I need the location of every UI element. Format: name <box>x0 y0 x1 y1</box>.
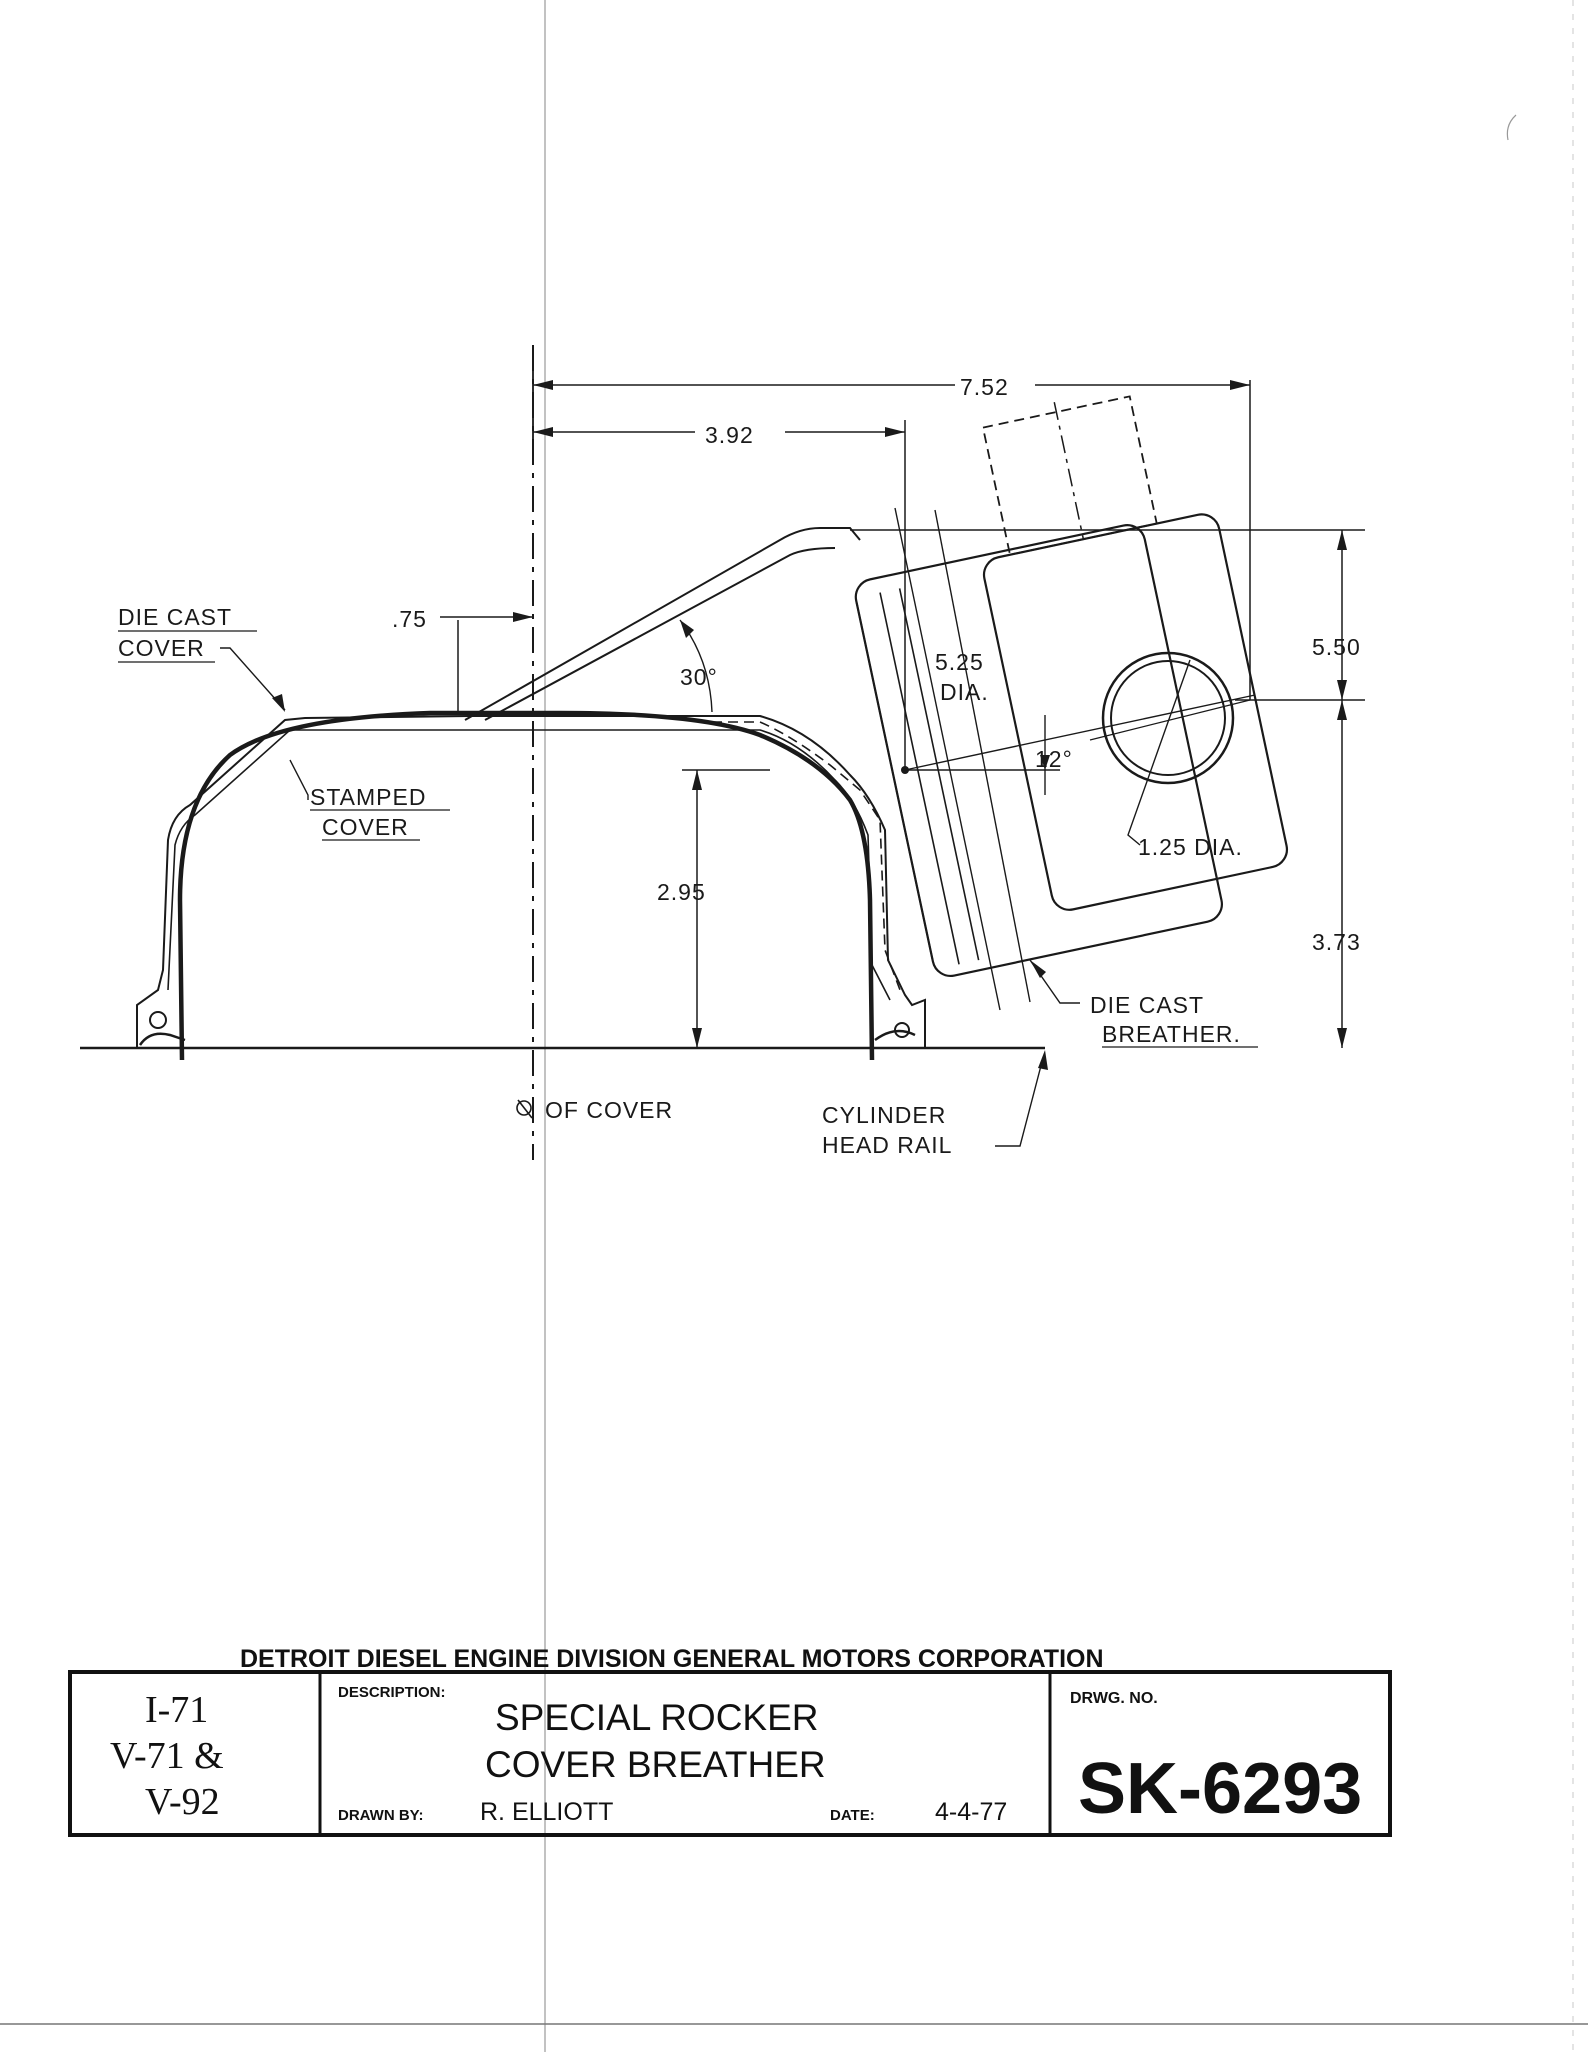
dim-line-breather-dia-ext <box>894 507 1001 1011</box>
model-item: I-71 <box>145 1689 208 1731</box>
company-name: DETROIT DIESEL ENGINE DIVISION GENERAL M… <box>240 1645 1104 1673</box>
description-line-1: SPECIAL ROCKER <box>495 1697 819 1738</box>
dim-line-breather-dia <box>934 509 1031 1003</box>
die-cast-breather <box>854 395 1289 978</box>
dim-2-95: 2.95 <box>657 769 770 1048</box>
breather-arm-inner <box>484 547 836 721</box>
breather-arm <box>464 527 861 721</box>
dim-12-deg-label: 12° <box>1035 746 1073 772</box>
port-opening <box>1089 651 1251 785</box>
label-centerline: OF COVER <box>516 1097 673 1123</box>
label-cylinder-head-rail: CYLINDER HEAD RAIL <box>822 1050 1048 1158</box>
die-cast-breather-text-1: DIE CAST <box>1090 992 1204 1018</box>
cylinder-head-text-2: HEAD RAIL <box>822 1132 952 1158</box>
label-die-cast-cover: DIE CAST COVER <box>118 604 286 712</box>
dim-port-dia-label: 1.25 DIA. <box>1138 834 1243 860</box>
dim-5-50-label: 5.50 <box>1312 634 1361 660</box>
dim-breather-dia-suffix: DIA. <box>940 679 989 705</box>
title-block: DETROIT DIESEL ENGINE DIVISION GENERAL M… <box>68 1645 1392 1837</box>
drawing-no-label: DRWG. NO. <box>1070 1690 1158 1707</box>
breather-axis <box>904 694 1256 771</box>
dim-2-95-label: 2.95 <box>657 879 706 905</box>
die-cast-cover-inner-outline <box>167 729 891 1001</box>
cylinder-head-text-1: CYLINDER <box>822 1102 946 1128</box>
label-die-cast-breather: DIE CAST BREATHER. <box>1029 959 1258 1048</box>
dim-30-deg-label: 30° <box>680 664 718 690</box>
model-item: V-71 & <box>110 1735 224 1777</box>
stamped-cover <box>177 710 875 1061</box>
dim-3-73-label: 3.73 <box>1312 929 1361 955</box>
die-cast-breather-text-2: BREATHER. <box>1102 1021 1241 1047</box>
dim-3-73: 3.73 <box>1312 700 1361 1048</box>
dim-12-deg: 12° <box>1035 715 1073 795</box>
dim-5-50: 5.50 <box>1312 530 1361 700</box>
stamped-cover-text-2: COVER <box>322 814 409 840</box>
stamped-cover-text-1: STAMPED <box>310 784 426 810</box>
drawn-by-value: R. ELLIOTT <box>480 1798 613 1826</box>
right-foot-clip <box>874 1022 916 1042</box>
dim-0-75-label: .75 <box>392 606 427 632</box>
label-stamped-cover: STAMPED COVER <box>289 759 450 841</box>
description-line-2: COVER BREATHER <box>485 1744 826 1785</box>
dim-3-92-label: 3.92 <box>705 422 754 448</box>
model-list: I-71 V-71 & V-92 <box>110 1689 224 1823</box>
description-label: DESCRIPTION: <box>338 1684 446 1701</box>
dim-3-92: 3.92 <box>533 422 905 448</box>
die-cast-cover-text-1: DIE CAST <box>118 604 232 630</box>
hidden-line-cover <box>712 721 901 991</box>
dim-breather-dia-label: 5.25 <box>935 649 984 675</box>
model-item: V-92 <box>145 1781 220 1823</box>
centerline-text: OF COVER <box>545 1097 673 1123</box>
drawing-no-value: SK-6293 <box>1078 1749 1362 1829</box>
dim-0-75: .75 <box>392 606 533 713</box>
left-foot-clip <box>138 1011 186 1046</box>
date-label: DATE: <box>830 1807 875 1824</box>
leader-port-dia <box>1127 659 1191 846</box>
die-cast-cover-outline <box>136 715 926 1048</box>
dim-7-52: 7.52 <box>533 374 1250 400</box>
die-cast-cover-text-2: COVER <box>118 635 205 661</box>
date-value: 4-4-77 <box>935 1798 1007 1826</box>
dim-7-52-label: 7.52 <box>960 374 1009 400</box>
drawn-by-label: DRAWN BY: <box>338 1807 424 1824</box>
dim-30-deg: 30° <box>679 619 718 713</box>
